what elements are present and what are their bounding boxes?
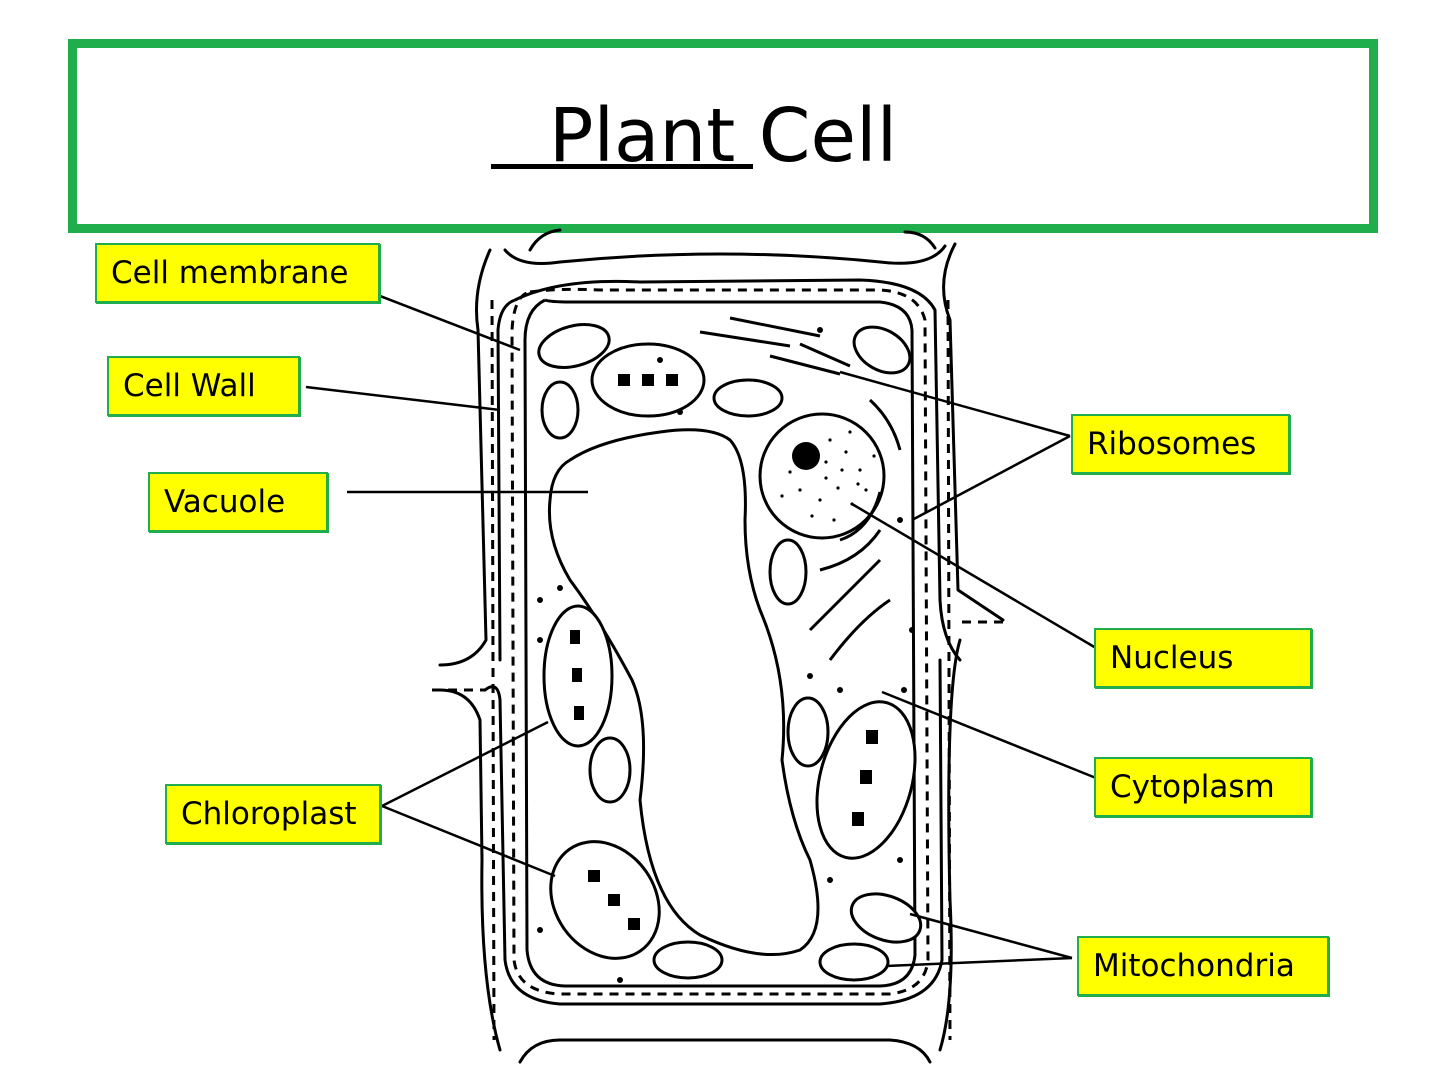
label-mitochondria: Mitochondria — [1077, 936, 1329, 996]
title-box: Plant Cell — [68, 39, 1378, 233]
leader-cell-wall — [305, 385, 501, 412]
leader-cell-membrane — [379, 294, 521, 352]
leader-cytoplasm — [881, 690, 1097, 780]
label-nucleus: Nucleus — [1094, 628, 1312, 688]
label-cytoplasm: Cytoplasm — [1094, 757, 1312, 817]
cell-wall-inner — [483, 278, 962, 1006]
cell-wall-dash — [432, 299, 1010, 1041]
leader-nucleus — [851, 502, 1097, 650]
title-text: Plant Cell — [548, 93, 898, 179]
label-cell-membrane: Cell membrane — [95, 243, 380, 303]
leader-lines — [305, 294, 1097, 968]
label-chloroplast-text: Chloroplast — [181, 796, 357, 832]
chloroplast-grana — [570, 374, 878, 930]
cell-wall-outer — [438, 242, 1005, 1052]
cytoplasm-granules — [537, 327, 915, 983]
label-ribosomes: Ribosomes — [1071, 414, 1290, 474]
label-chloroplast: Chloroplast — [165, 784, 381, 844]
label-cell-wall: Cell Wall — [107, 356, 300, 416]
neighbor-wall-bottom — [518, 1038, 932, 1064]
leader-mitochondria-a — [909, 912, 1073, 960]
neighbor-wall-top — [528, 228, 937, 252]
endoplasmic-reticulum — [699, 316, 902, 661]
label-vacuole: Vacuole — [148, 472, 328, 532]
label-nucleus-text: Nucleus — [1110, 640, 1234, 676]
label-cytoplasm-text: Cytoplasm — [1110, 769, 1275, 805]
nucleus-shape — [758, 412, 886, 540]
label-cell-wall-text: Cell Wall — [123, 368, 256, 404]
leader-mitochondria-b — [885, 956, 1073, 968]
label-vacuole-text: Vacuole — [164, 484, 286, 520]
label-cell-membrane-text: Cell membrane — [111, 255, 349, 291]
leader-chloroplast-b — [381, 804, 556, 878]
page-title: Plant Cell — [77, 98, 1369, 173]
title-blank-line — [490, 106, 753, 169]
cell-membrane-outline — [510, 287, 930, 996]
label-ribosomes-text: Ribosomes — [1087, 426, 1257, 462]
label-mitochondria-text: Mitochondria — [1093, 948, 1295, 984]
mitochondria-shapes — [537, 323, 923, 982]
leader-chloroplast-a — [381, 720, 549, 808]
leader-ribosomes-b — [911, 434, 1071, 522]
cytoplasm-boundary — [523, 298, 917, 988]
leader-ribosomes-a — [839, 370, 1071, 438]
